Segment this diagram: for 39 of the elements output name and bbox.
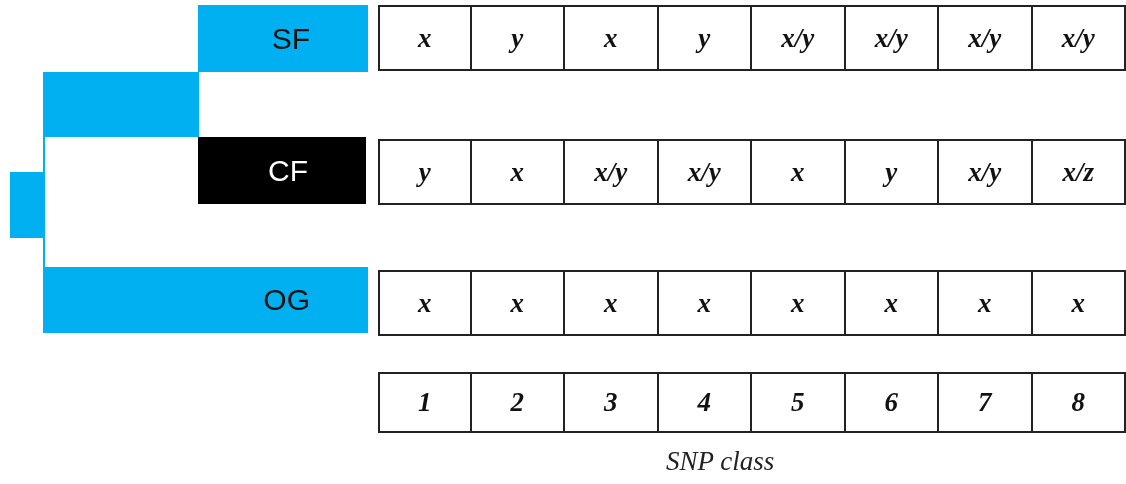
allele-state: x: [563, 270, 659, 336]
class-number: 8: [1030, 372, 1126, 433]
allele-state: x: [656, 270, 752, 336]
allele-state: x/y: [656, 139, 752, 205]
class-number: 2: [469, 372, 565, 433]
tree-leaf-bar: [44, 267, 368, 333]
allele-state: x: [378, 270, 472, 336]
allele-state: x: [750, 139, 846, 205]
allele-state: x: [843, 270, 939, 336]
axis-caption: SNP class: [666, 446, 775, 477]
allele-state: x/z: [1030, 139, 1126, 205]
allele-state: x/y: [750, 5, 846, 71]
allele-state: y: [378, 139, 472, 205]
class-number: 7: [937, 372, 1033, 433]
taxon-label: CF: [268, 153, 308, 188]
allele-state: x: [378, 5, 472, 71]
allele-state: x/y: [563, 139, 659, 205]
allele-state: x: [563, 5, 659, 71]
allele-state: x: [469, 139, 565, 205]
class-number: 5: [750, 372, 846, 433]
allele-state: y: [656, 5, 752, 71]
allele-state: x: [1030, 270, 1126, 336]
taxon-label: SF: [271, 21, 310, 56]
allele-state: y: [469, 5, 565, 71]
allele-state: x/y: [1030, 5, 1126, 71]
allele-state: x/y: [937, 5, 1033, 71]
allele-state: x: [750, 270, 846, 336]
allele-state: x: [937, 270, 1033, 336]
allele-state: x: [469, 270, 565, 336]
taxon-label: OG: [263, 283, 310, 317]
class-number: 4: [656, 372, 752, 433]
allele-state: x/y: [937, 139, 1033, 205]
class-number: 6: [843, 372, 939, 433]
class-number: 1: [378, 372, 472, 433]
class-number: 3: [563, 372, 659, 433]
allele-state: x/y: [843, 5, 939, 71]
allele-state: y: [843, 139, 939, 205]
tree-leaf-bar: [198, 137, 366, 204]
tree-leaf-bar: [198, 5, 368, 72]
